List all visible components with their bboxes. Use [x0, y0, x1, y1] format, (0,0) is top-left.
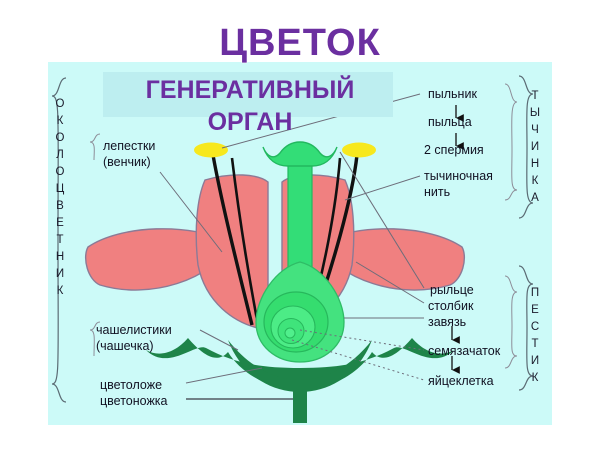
stamen-filament-left: [211, 154, 254, 326]
vertical-label-letter: В: [56, 200, 64, 212]
leader-sepals: [199, 329, 239, 351]
vertical-label-letter: Н: [55, 251, 65, 263]
note-sperm: 2 спермия: [424, 143, 484, 157]
pistil-stigma: [262, 141, 338, 167]
brace-pistil-notes: [504, 275, 518, 369]
note-filament: тычиночная нить: [424, 168, 493, 200]
vertical-label-letter: Л: [56, 149, 64, 161]
note-sepals-line1: чашелистики: [96, 323, 172, 337]
leader-stigma: [339, 151, 425, 289]
egg-cell: [284, 327, 296, 339]
vertical-label-letter: Е: [56, 217, 64, 229]
vertical-label-letter: К: [56, 285, 64, 297]
leader-petals: [159, 171, 223, 253]
note-petals-line2: (венчик): [103, 155, 151, 169]
note-sepals-line2: (чашечка): [96, 339, 154, 353]
subtitle-line-2: ОРГАН: [207, 108, 293, 136]
note-sepals: чашелистики (чашечка): [96, 322, 172, 354]
subtitle-line-1: ГЕНЕРАТИВНЫЙ: [145, 76, 355, 104]
note-receptacle: цветоложе: [100, 378, 163, 392]
leader-style: [355, 261, 425, 304]
page-title: ЦВЕТОК: [219, 22, 381, 65]
vertical-label-letter: Ы: [529, 107, 541, 119]
leader-filament: [344, 175, 421, 201]
vertical-label-letter: О: [55, 132, 65, 144]
vertical-label-letter: И: [55, 268, 65, 280]
vertical-label-letter: К: [56, 115, 64, 127]
note-style: столбик: [428, 299, 474, 313]
brace-pistil: [518, 265, 534, 391]
pedicel: [293, 385, 307, 423]
vertical-label-letter: П: [530, 287, 540, 299]
note-filament-line2: нить: [424, 185, 451, 199]
bracket-sepals-note: [89, 321, 101, 357]
vertical-label-letter: Т: [531, 90, 539, 102]
note-egg-cell: яйцеклетка: [428, 374, 494, 388]
note-anther: пыльник: [428, 87, 477, 101]
petal-left-inner: [195, 174, 269, 331]
brace-perianth: [51, 77, 67, 403]
vertical-label-letter: К: [531, 372, 539, 384]
note-petals-line1: лепестки: [103, 139, 156, 153]
anther-right: [342, 142, 376, 158]
vertical-label-letter: А: [531, 192, 539, 204]
vertical-label-letter: И: [530, 355, 540, 367]
leader-receptacle: [185, 367, 263, 384]
vertical-label-letter: С: [530, 321, 540, 333]
note-pedicel: цветоножка: [100, 394, 168, 408]
vertical-label-letter: О: [55, 166, 65, 178]
note-filament-line1: тычиночная: [424, 169, 493, 183]
note-ovule: семязачаток: [428, 344, 501, 358]
vertical-label-letter: Ч: [531, 124, 539, 136]
anther-left: [194, 142, 228, 158]
stamen-filament-left-inner: [230, 157, 260, 326]
receptacle: [228, 340, 372, 392]
subtitle-highlight-band: [103, 72, 393, 117]
note-stigma: рыльце: [430, 283, 474, 297]
note-ovary: завязь: [428, 315, 467, 329]
leader-egg-cell: [291, 339, 425, 381]
vertical-label-letter: Т: [531, 338, 539, 350]
vertical-label-letter: Ц: [55, 183, 65, 195]
vertical-label-letter: Е: [531, 304, 539, 316]
bracket-petals-note: [89, 133, 101, 161]
brace-stamen: [518, 75, 534, 219]
vertical-label-letter: И: [530, 141, 540, 153]
vertical-label-letter: Н: [530, 158, 540, 170]
leader-ovule: [299, 329, 425, 351]
vertical-label-letter: Т: [56, 234, 64, 246]
note-petals: лепестки (венчик): [103, 138, 155, 170]
vertical-label-letter: К: [531, 175, 539, 187]
vertical-label-letter: О: [55, 98, 65, 110]
page-subtitle: ГЕНЕРАТИВНЫЙ ОРГАН: [60, 74, 440, 138]
brace-stamen-notes: [504, 83, 518, 201]
